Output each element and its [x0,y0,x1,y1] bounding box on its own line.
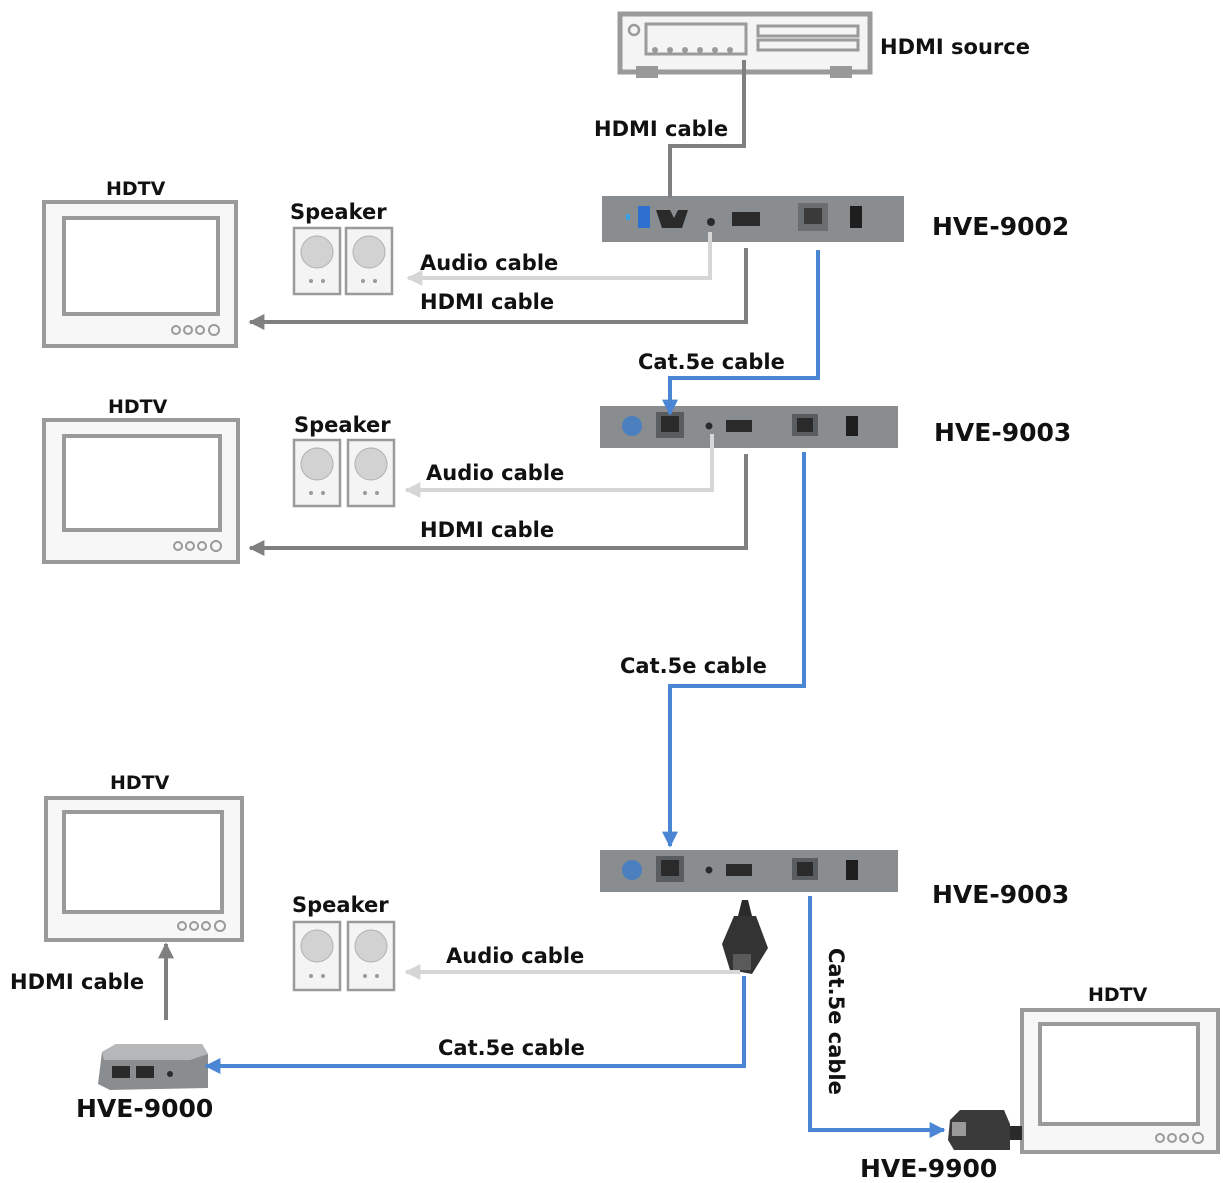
hve-9003-device-1 [600,406,898,448]
hdtv-label-1: HDTV [106,178,166,200]
hve-9002-device [602,196,904,242]
hve-9003-label-2: HVE-9003 [932,880,1070,909]
hdmi-cable-label-3: HDMI cable [10,970,145,994]
speaker-pair-3 [292,920,396,992]
hdmi-cable-source [668,60,746,198]
cat5e-cable-label-3: Cat.5e cable [438,1036,585,1060]
cat5e-cable-label-4: Cat.5e cable [824,948,848,1095]
audio-cable-2 [404,434,714,498]
audio-cable-label-1: Audio cable [420,251,559,275]
audio-cable-1 [406,232,712,286]
hdtv-monitor-2 [42,418,240,564]
hve-9003-device-2 [600,850,898,892]
cat5e-cable-label-1: Cat.5e cable [638,350,785,374]
audio-cable-3 [404,964,740,980]
cat5e-cable-label-2: Cat.5e cable [620,654,767,678]
hve-9000-label: HVE-9000 [76,1094,214,1123]
hve-9000-device [98,1044,208,1090]
cat5e-cable-4 [808,896,946,1138]
hdtv-monitor-1 [42,200,238,348]
cat5e-cable-3 [204,976,746,1074]
speaker-label-1: Speaker [290,200,387,224]
hdtv-label-2: HDTV [108,396,168,418]
speaker-label-3: Speaker [292,893,389,917]
cat5e-cable-1 [662,250,820,416]
audio-cable-label-3: Audio cable [446,944,585,968]
hve-9003-label-1: HVE-9003 [934,418,1072,447]
hve-9900-device [948,1110,1022,1150]
speaker-pair-1 [292,226,394,296]
hdmi-cable-1 [248,248,748,330]
speaker-label-2: Speaker [294,413,391,437]
hdtv-label-4: HDTV [1088,984,1148,1006]
hve-9900-label: HVE-9900 [860,1154,998,1183]
audio-jack-adapter [722,900,768,974]
hdtv-monitor-3 [44,796,244,942]
hdmi-cable-label-source: HDMI cable [594,117,729,141]
cat5e-cable-2 [662,452,806,848]
hdmi-cable-2 [248,454,748,556]
hdmi-source-label: HDMI source [880,35,1030,59]
speaker-pair-2 [292,438,396,508]
hdmi-cable-label-1: HDMI cable [420,290,555,314]
hdmi-cable-label-2: HDMI cable [420,518,555,542]
hve-9002-label: HVE-9002 [932,212,1070,241]
hdtv-label-3: HDTV [110,772,170,794]
audio-cable-label-2: Audio cable [426,461,565,485]
hdtv-monitor-4 [1020,1008,1220,1154]
